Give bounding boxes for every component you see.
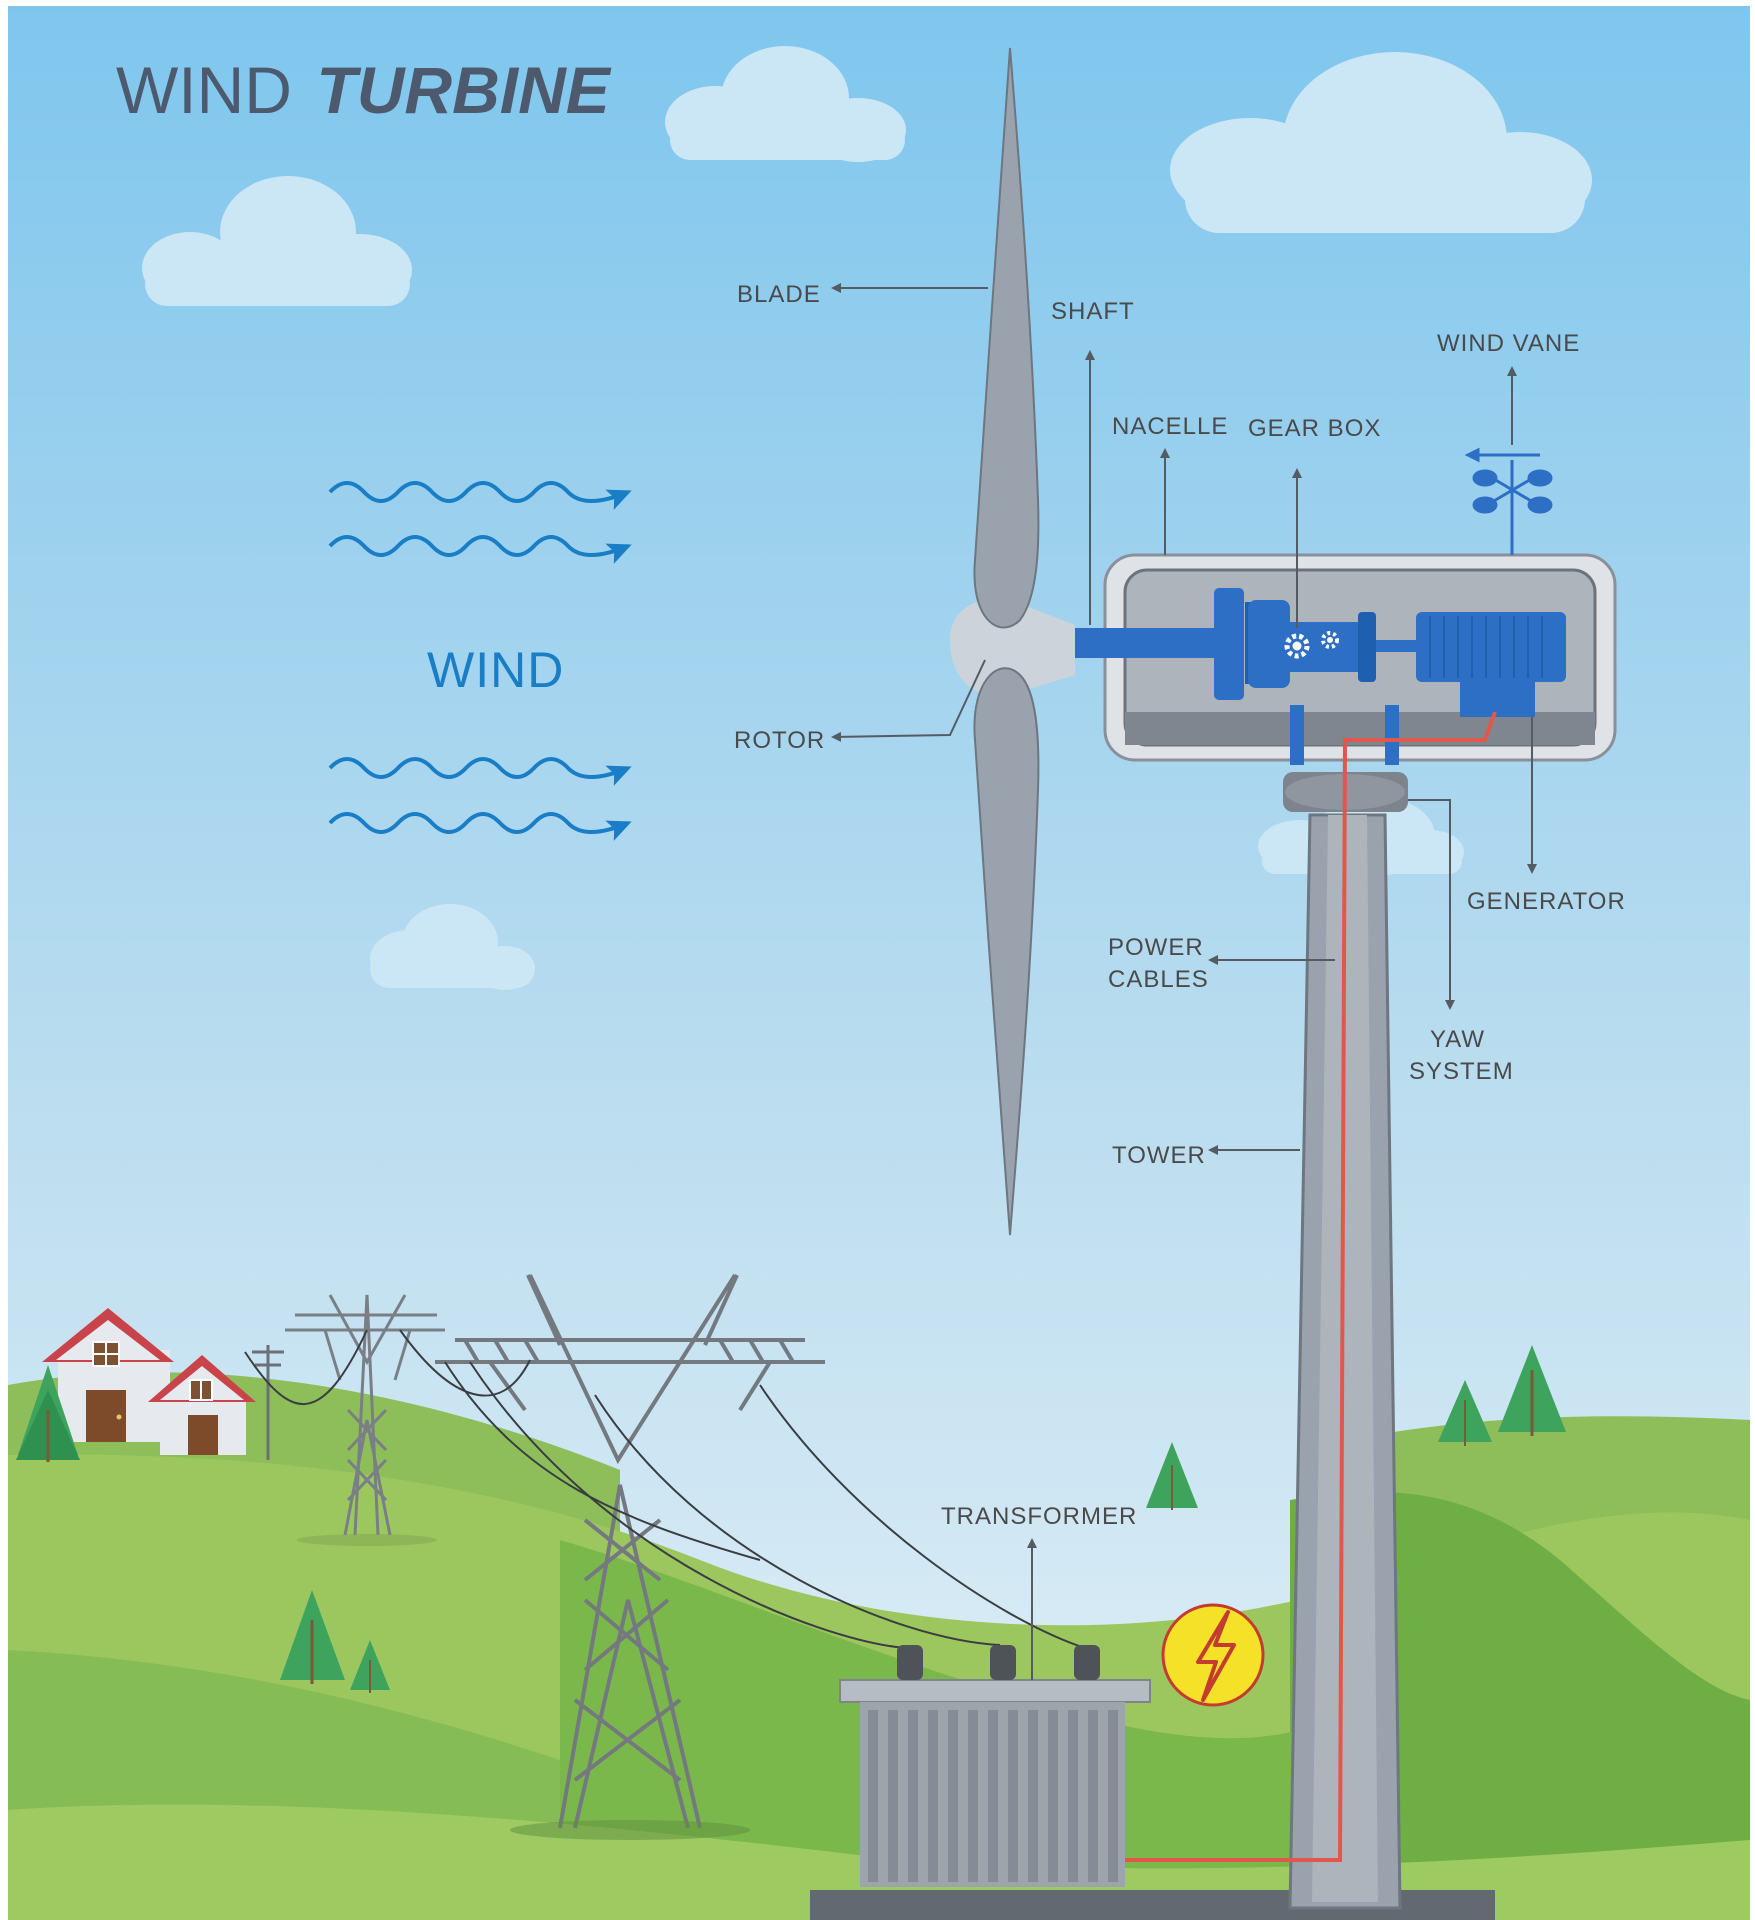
- wind-arrow-icon: [328, 535, 632, 564]
- transformer-fins: [868, 1710, 1118, 1882]
- houses: [42, 1308, 284, 1460]
- wind-vane-icon: [1464, 447, 1553, 555]
- title-bold: TURBINE: [316, 53, 611, 127]
- hill-right-dark: [1290, 1491, 1750, 1920]
- power-cable: [1125, 711, 1497, 1862]
- cloud-left: [142, 176, 412, 306]
- tree-left: [16, 1365, 80, 1462]
- tree-right-1: [1438, 1380, 1492, 1446]
- wind-arrow-icon: [328, 481, 632, 510]
- power-cables-label-line1: POWER: [1108, 934, 1204, 961]
- rotor: [950, 47, 1075, 1236]
- pylon-small: [285, 1294, 445, 1546]
- gear-icon: [1284, 631, 1339, 659]
- yaw-system-label-line1: YAW: [1430, 1026, 1485, 1053]
- tree-mid-left-1: [280, 1590, 345, 1684]
- wind-arrow-icon: [328, 812, 632, 841]
- wind-label: WIND: [427, 642, 564, 698]
- power-lines: [244, 1329, 1086, 1649]
- cloud-top-center: [665, 46, 906, 162]
- tree-center: [1146, 1442, 1198, 1510]
- hub: [950, 599, 1075, 696]
- yaw-leader: [1408, 799, 1455, 1010]
- house-large: [42, 1308, 174, 1442]
- power-cables-label-line2: CABLES: [1108, 966, 1209, 993]
- wind-arrows: [328, 481, 632, 841]
- blade-bottom: [973, 667, 1040, 1236]
- blade-top: [973, 47, 1040, 629]
- cloud-top-right: [1170, 52, 1592, 233]
- shaft-label: SHAFT: [1051, 298, 1135, 325]
- rotor-label: ROTOR: [734, 727, 825, 754]
- pylon-large: [435, 1273, 825, 1840]
- utility-pole: [252, 1345, 284, 1460]
- transformer-label: TRANSFORMER: [941, 1503, 1137, 1530]
- page-title: WIND TURBINE: [116, 53, 612, 127]
- cloud-small-left: [370, 904, 535, 990]
- tower: [1283, 772, 1408, 1910]
- transformer-bushings: [897, 1645, 1100, 1680]
- yaw-system-label-line2: SYSTEM: [1409, 1058, 1514, 1085]
- rotor-leader: [831, 659, 986, 742]
- callout-lines: [831, 283, 1537, 1680]
- tree-mid-left-2: [350, 1640, 390, 1693]
- blade-label: BLADE: [737, 281, 821, 308]
- tree-right-2: [1498, 1345, 1566, 1436]
- lightning-icon: [1161, 1603, 1265, 1707]
- nacelle-label: NACELLE: [1112, 413, 1228, 440]
- trees: [16, 1345, 1566, 1693]
- clouds: [142, 46, 1592, 990]
- wind-vane-label: WIND VANE: [1437, 330, 1580, 357]
- tower-label: TOWER: [1112, 1142, 1206, 1169]
- house-small: [148, 1355, 256, 1455]
- drivetrain: [1060, 588, 1566, 765]
- generator-label: GENERATOR: [1467, 888, 1626, 915]
- title-regular: WIND: [116, 53, 292, 127]
- gear-box-label: GEAR BOX: [1248, 415, 1381, 442]
- wind-arrow-icon: [328, 757, 632, 786]
